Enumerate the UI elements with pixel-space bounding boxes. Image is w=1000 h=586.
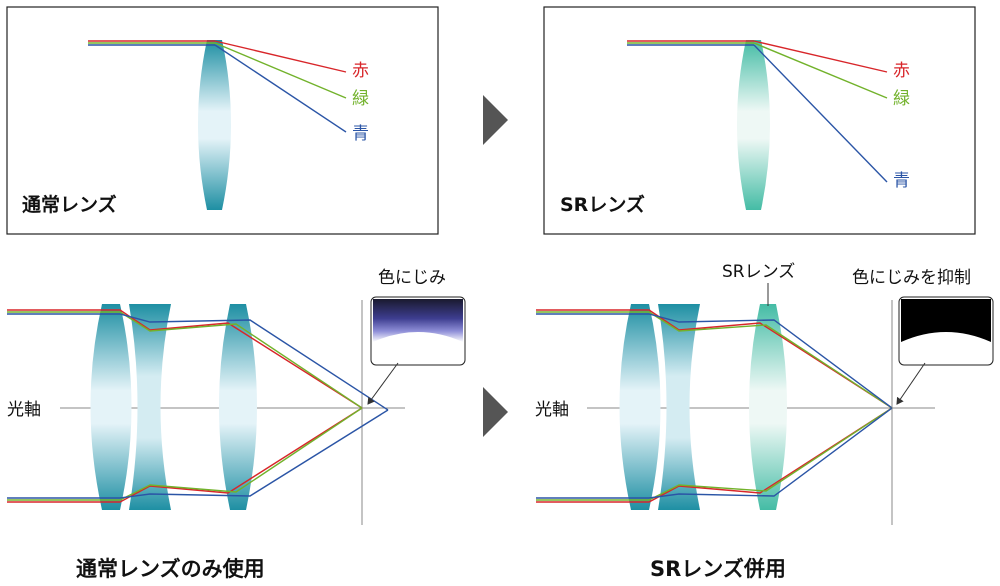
callout-label: 色にじみ [378, 268, 446, 288]
sr-lens-label: SRレンズ [722, 262, 795, 282]
panel-sr-lens: 赤 緑 青 SRレンズ [543, 6, 976, 235]
callout-pointer [896, 362, 926, 405]
callout-pointer [367, 362, 399, 405]
concave-lens [658, 304, 700, 510]
convex-lens-1 [619, 304, 661, 510]
label-red: 赤 [893, 61, 910, 81]
ray-red-top [536, 309, 893, 409]
ray-green-bottom [536, 407, 893, 501]
convex-lens [198, 40, 231, 210]
ray-green-bottom [7, 407, 363, 501]
axis-label: 光軸 [535, 400, 569, 420]
ray-red-bottom [7, 407, 363, 503]
arrow-right-icon [483, 387, 508, 437]
ray-green-out [214, 42, 347, 99]
label-blue: 青 [352, 124, 369, 144]
ray-red-out [753, 40, 888, 73]
convex-lens-2 [219, 304, 257, 510]
ray-blue-top [7, 313, 389, 411]
panel-title: 通常レンズ [22, 193, 117, 216]
label-green: 緑 [893, 89, 910, 109]
callout-label: 色にじみを抑制 [852, 268, 971, 288]
bottom-normal-system: 光軸 色にじみ 通常レンズのみ使用 [7, 268, 466, 581]
label-red: 赤 [352, 61, 369, 81]
label-green: 緑 [352, 89, 369, 109]
ray-green-top [536, 311, 893, 409]
panel-normal-lens: 赤 緑 青 通常レンズ [6, 6, 439, 235]
ray-blue-bottom [536, 407, 893, 499]
ray-red-top [7, 309, 363, 409]
concave-lens [129, 304, 171, 510]
ray-blue-out [753, 44, 888, 183]
convex-lens-1 [90, 304, 132, 510]
ray-red-bottom [536, 407, 893, 503]
ray-blue-bottom [7, 409, 389, 499]
ray-green-out [753, 42, 888, 99]
ray-red-out [214, 40, 347, 73]
panel-title: SRレンズ [560, 193, 645, 216]
bottom-sr-system: 光軸 SRレンズ 色にじみを抑制 SRレンズ併用 [535, 262, 994, 581]
ray-blue-top [536, 313, 893, 409]
arrow-right-icon [483, 95, 508, 145]
sr-lens [737, 40, 770, 210]
ray-green-top [7, 311, 363, 409]
caption: 通常レンズのみ使用 [76, 557, 265, 581]
sr-lens [749, 304, 787, 510]
suppressed-fringe-image [901, 299, 991, 342]
axis-label: 光軸 [7, 400, 41, 420]
label-blue: 青 [893, 171, 910, 191]
color-fringe-image [373, 299, 463, 342]
ray-blue-out [214, 44, 347, 133]
caption: SRレンズ併用 [650, 557, 786, 581]
